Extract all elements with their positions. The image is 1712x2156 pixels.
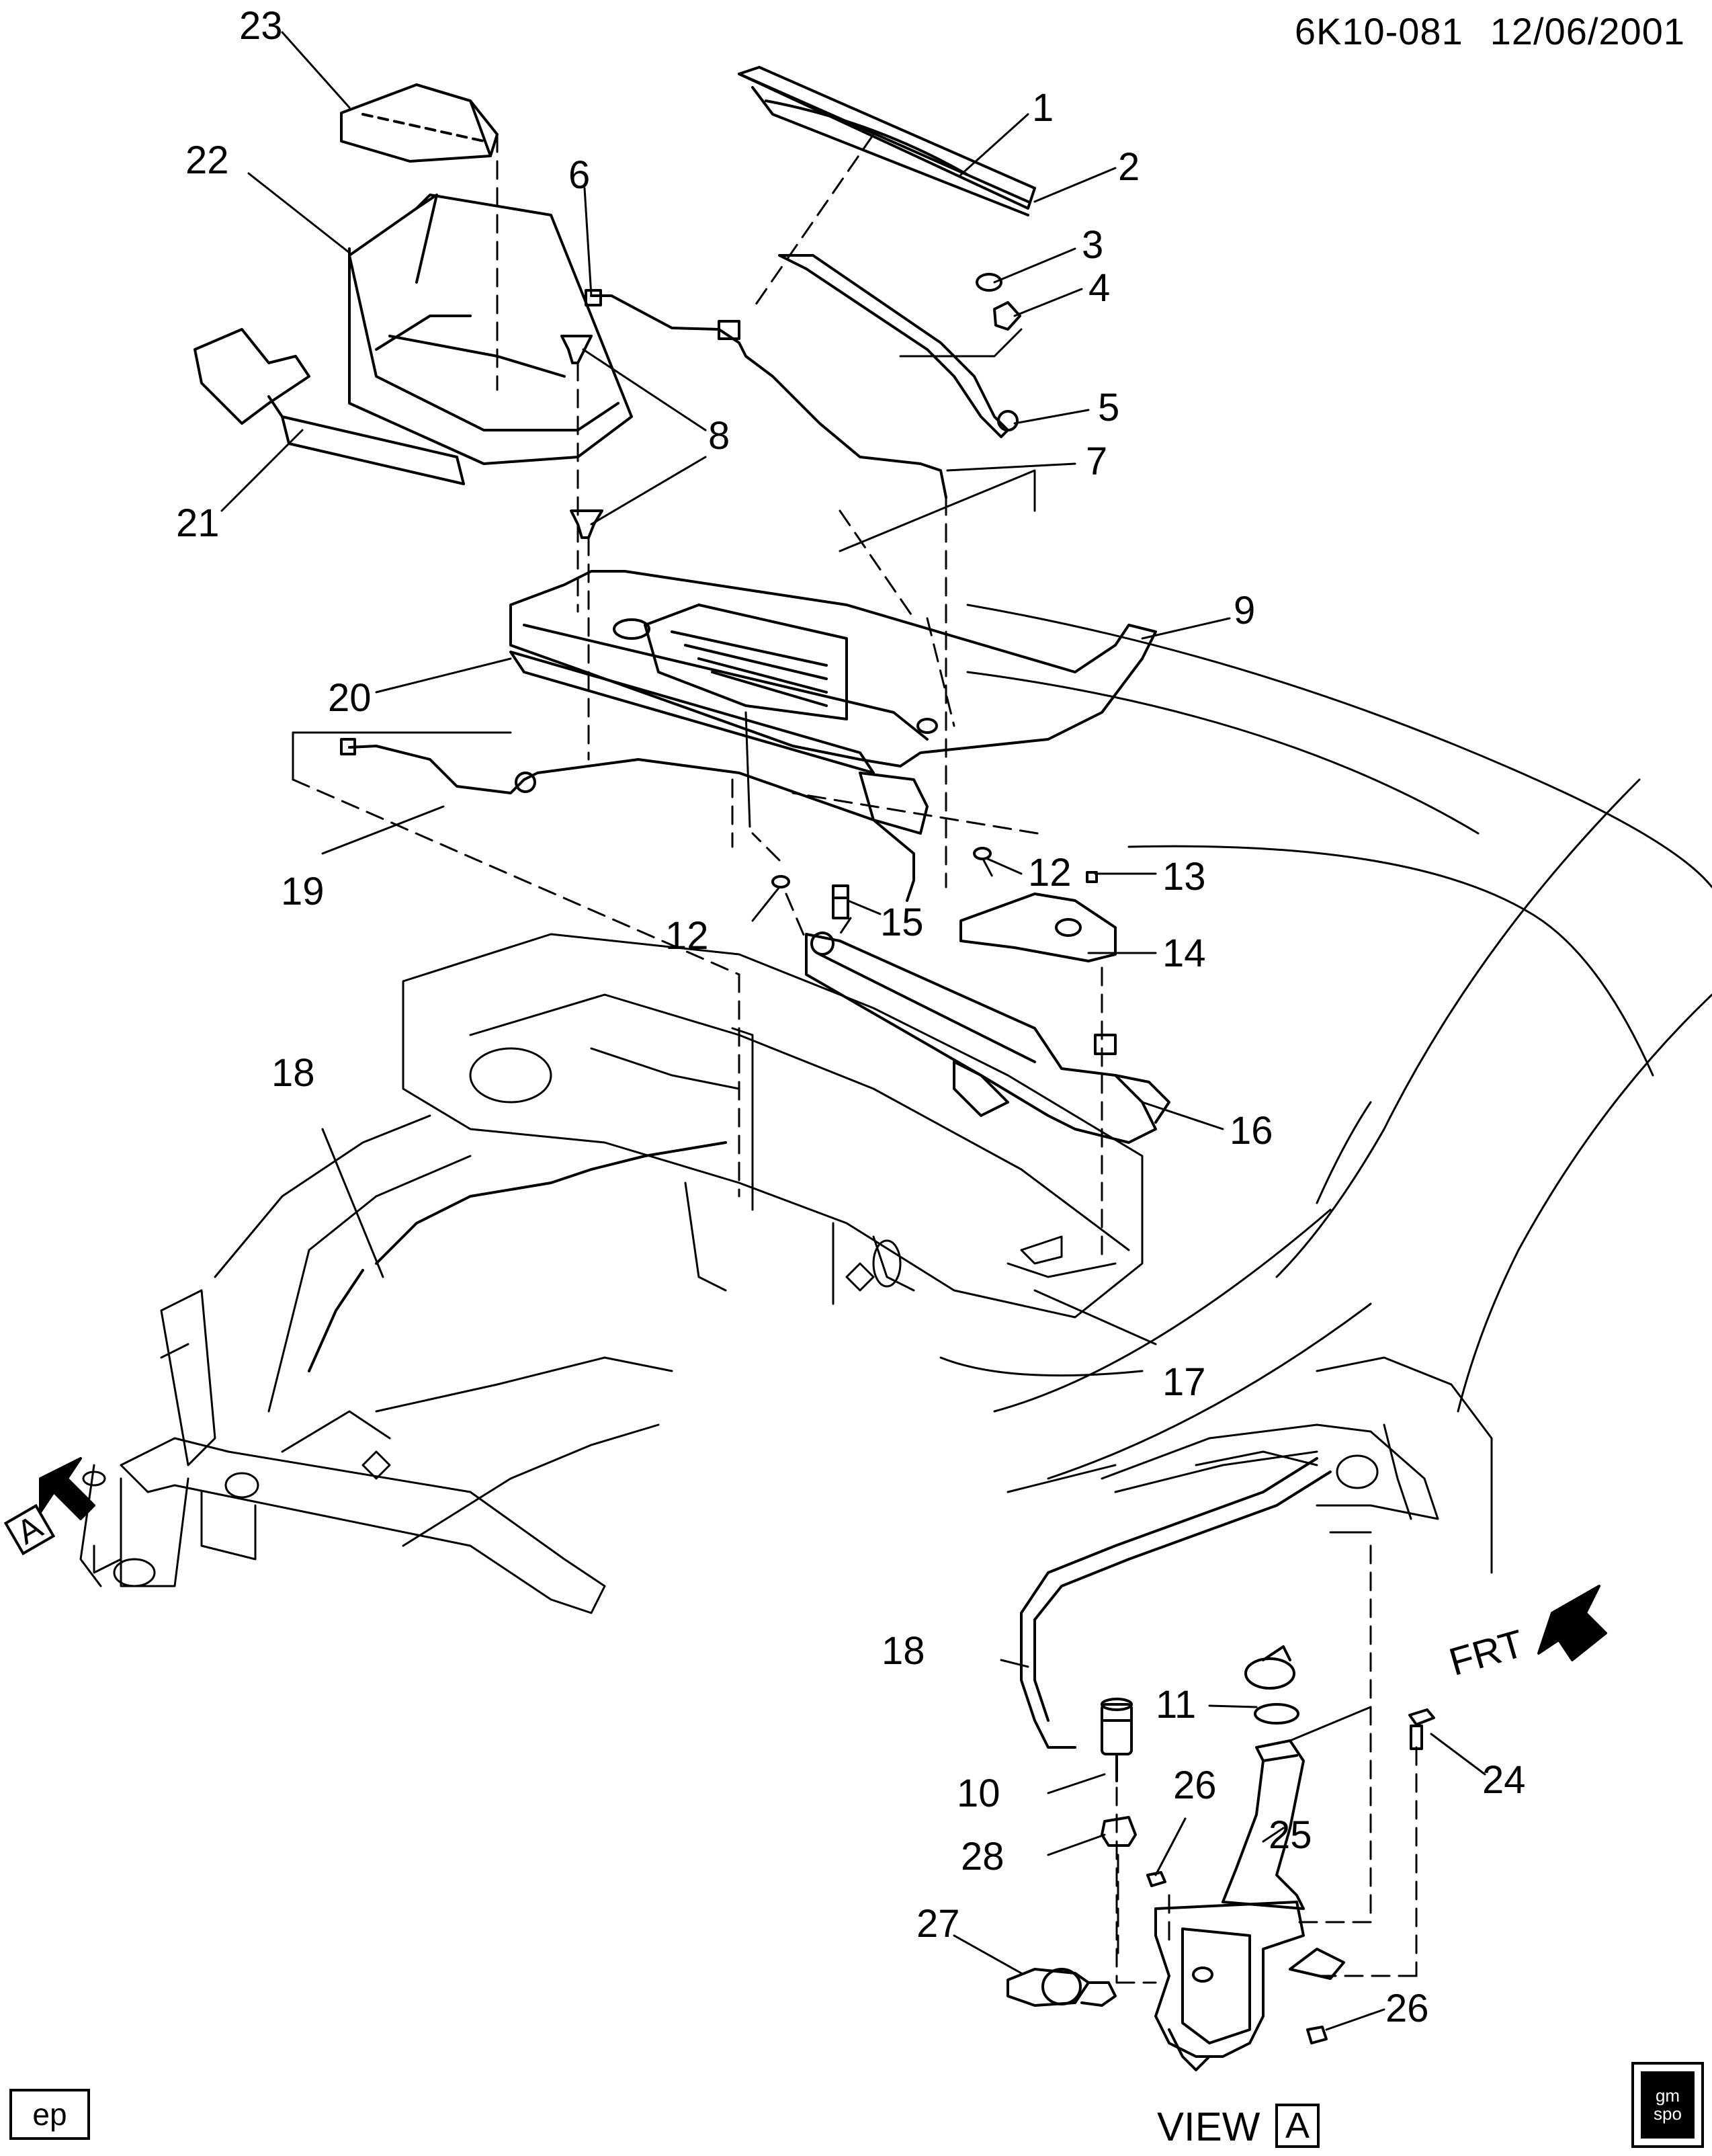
- callout-4: 4: [1088, 266, 1111, 310]
- callout-19: 19: [281, 870, 325, 913]
- callout-25: 25: [1269, 1813, 1312, 1857]
- leader-lines: [220, 31, 1486, 2031]
- bracket-24: [1408, 1708, 1435, 1750]
- alignment-lines: [292, 133, 1418, 1984]
- callout-13: 13: [1162, 855, 1206, 899]
- grommet-28: [1101, 1816, 1137, 1847]
- diagram-header: 6K10-081 12/06/2001: [1295, 9, 1685, 53]
- callout-16: 16: [1230, 1109, 1273, 1153]
- callout-15: 15: [880, 901, 924, 944]
- callout-1: 1: [1032, 86, 1054, 130]
- level-sensor-27: [1007, 1968, 1117, 2007]
- callout-5: 5: [1098, 386, 1120, 429]
- view-a-inset-structure: [1007, 1356, 1493, 1574]
- firewall-structure: [402, 933, 1144, 1319]
- washer-hose-7: [585, 289, 947, 499]
- callout-14: 14: [1162, 931, 1206, 975]
- callout-9: 9: [1234, 589, 1256, 632]
- diagram-date: 12/06/2001: [1490, 10, 1685, 52]
- callout-23: 23: [239, 4, 283, 48]
- callout-18-main: 18: [271, 1051, 315, 1095]
- bracket-lines: [292, 328, 1372, 1742]
- bracket-14: [959, 893, 1117, 962]
- frt-arrow: [1537, 1585, 1607, 1661]
- callout-12-right: 12: [1028, 851, 1072, 895]
- callout-7: 7: [1086, 440, 1108, 483]
- callout-27: 27: [916, 1902, 960, 1946]
- callout-28: 28: [961, 1835, 1004, 1878]
- grommet-12: [771, 847, 992, 888]
- callout-6: 6: [568, 153, 591, 197]
- front-frame-structure: [79, 1114, 875, 1614]
- mounting-tab: [1289, 1948, 1345, 1980]
- callout-18-inset: 18: [882, 1629, 925, 1673]
- callout-26-upper: 26: [1173, 1764, 1217, 1807]
- callout-22: 22: [185, 138, 229, 182]
- callout-21: 21: [176, 501, 220, 545]
- screw-13: [1086, 871, 1098, 883]
- callout-2: 2: [1118, 145, 1140, 189]
- cowl-vent-9: [509, 570, 1157, 768]
- bolt-15: [832, 884, 849, 919]
- wiper-arm-5: [778, 254, 1021, 438]
- ep-badge: ep: [9, 2089, 90, 2140]
- callout-12-left: 12: [665, 914, 709, 958]
- view-label: VIEW: [1157, 2104, 1260, 2149]
- wiper-linkage-16: [805, 931, 1170, 1144]
- reservoir-25: [1154, 1739, 1305, 2071]
- callout-8: 8: [708, 414, 730, 458]
- seal-20: [509, 651, 929, 835]
- cowl-panel-22: [348, 194, 633, 465]
- gm-spo-logo: gm spo: [1631, 2062, 1704, 2148]
- logo-line-1: gm: [1655, 2085, 1680, 2106]
- view-letter-box: A: [1275, 2104, 1320, 2148]
- filler-cap-11: [1244, 1645, 1299, 1725]
- callout-11: 11: [1156, 1683, 1197, 1727]
- callout-10: 10: [957, 1772, 1000, 1815]
- callout-3: 3: [1082, 223, 1104, 267]
- cover-panel-23: [340, 83, 499, 163]
- callout-24: 24: [1482, 1758, 1526, 1802]
- view-a-arrow: [39, 1457, 95, 1520]
- callout-20: 20: [328, 676, 372, 720]
- callout-17: 17: [1162, 1360, 1206, 1404]
- push-pin-8: [560, 335, 603, 539]
- wiper-blade-1: [738, 66, 1036, 216]
- vehicle-body-outline: [939, 604, 1712, 1480]
- diagram-code: 6K10-081: [1294, 10, 1463, 52]
- washer-pump-10: [1101, 1698, 1133, 1782]
- washer-hose-18-inset: [1020, 1457, 1332, 1749]
- washer-hose-19: [340, 738, 915, 902]
- washer-hose-18: [308, 1141, 727, 1372]
- seal-21: [194, 328, 465, 485]
- callout-26-lower: 26: [1385, 1987, 1429, 2030]
- logo-line-2: spo: [1654, 2104, 1682, 2124]
